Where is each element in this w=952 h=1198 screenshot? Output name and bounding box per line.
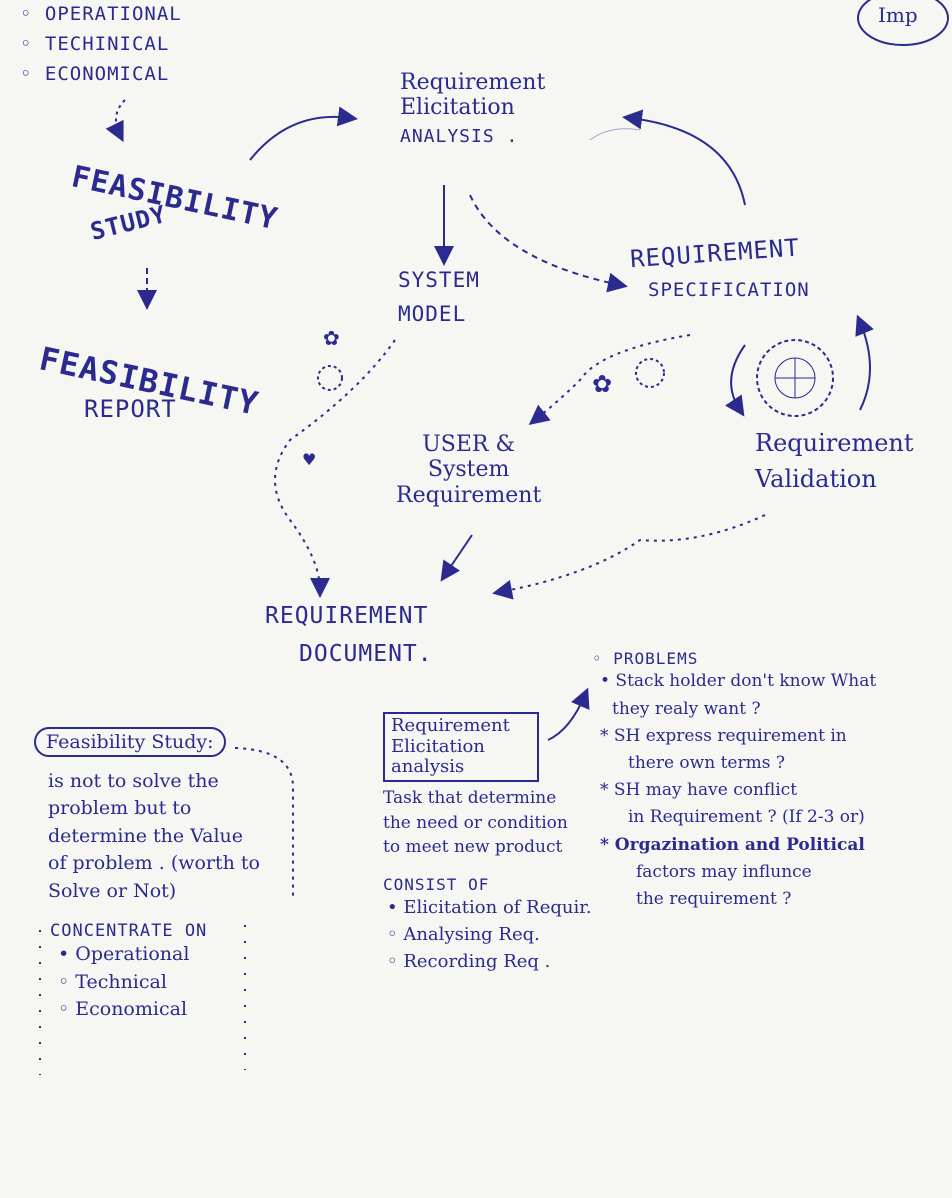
validation-cycle-left [725,344,746,417]
elicitation-node: Requirement Elicitation ANALYSIS . [400,70,546,147]
user-system-requirement-node: USER & System Requirement [396,432,542,508]
notes-consist-heading: CONSIST OF [383,874,490,894]
flower-doodle-right: ✿ [592,370,612,398]
top-list-item: ◦ ECONOMICAL [20,62,170,85]
notes-consist-item: ◦ Analysing Req. [387,924,540,946]
problem-line: factors may influnce [636,861,812,882]
validation-cycle-right [855,314,874,411]
validation-wheel [756,339,834,417]
notes-problems: ◦ PROBLEMS • Stack holder don't know Wha… [592,649,877,913]
top-list: ◦ OPERATIONAL ◦ TECHINICAL ◦ ECONOMICAL [20,3,182,86]
notes-concentrate-heading: CONCENTRATE ON [50,920,208,941]
notes-consist-item: • Elicitation of Requir. [387,897,592,919]
problem-line: * SH may have conflict [600,780,798,801]
arrow-elicitation-to-spec [469,194,628,293]
notes-concentrate-item: ◦ Technical [58,970,167,993]
arrow-study-to-elicitation [249,106,358,161]
notes-elicitation-box: Requirement Elicitation analysis [383,712,539,783]
requirement-specification-node: REQUIREMENT SPECIFICATION [629,233,810,301]
feasibility-report-subtitle: REPORT [84,395,177,423]
arrow-spec-loop [622,109,746,206]
notes-concentrate-item: ◦ Economical [58,998,188,1021]
notes-feasibility: Feasibility Study: is not to solve the p… [34,727,260,1024]
requirement-document-node: REQUIREMENT DOCUMENT. [265,603,433,668]
problem-line: in Requirement ? (If 2-3 or) [628,807,865,828]
problems-heading: ◦ PROBLEMS [592,649,699,668]
requirement-validation-node: Requirement Validation [755,429,914,493]
flower-doodle-left: ✿ [323,326,340,350]
notes-feasibility-title: Feasibility Study: [34,727,226,757]
arrow-user-req-to-document [440,534,473,582]
imp-badge: Imp [878,3,918,27]
arrow-spec-to-user-req [528,334,691,425]
notes-consist-item: ◦ Recording Req . [387,951,551,973]
heart-doodle: ♥ [302,450,316,469]
arrow-model-to-document [274,339,396,598]
problem-line: * Orgazination and Political [600,834,865,855]
problem-line: there own terms ? [628,752,785,773]
system-model-node: SYSTEM MODEL [398,268,480,327]
arrow-list-to-study [105,99,126,143]
problem-line: the requirement ? [636,888,792,909]
top-list-item: ◦ TECHINICAL [20,32,170,55]
doodle-circle-right [635,358,665,388]
notes-left-bracket [234,747,295,900]
notes-concentrate-item: • Operational [58,943,190,966]
problem-line: • Stack holder don't know What [600,671,877,692]
notes-elicitation: Requirement Elicitation analysis Task th… [383,712,592,975]
arrow-validation-to-document [492,514,766,600]
arrow-box-to-problems [547,687,590,741]
problem-line: they realy want ? [612,698,761,719]
imp-badge-ring [857,0,949,46]
top-list-item: ◦ OPERATIONAL [20,3,182,25]
problem-line: * SH express requirement in [600,725,847,746]
doodle-circle-left [317,365,343,391]
